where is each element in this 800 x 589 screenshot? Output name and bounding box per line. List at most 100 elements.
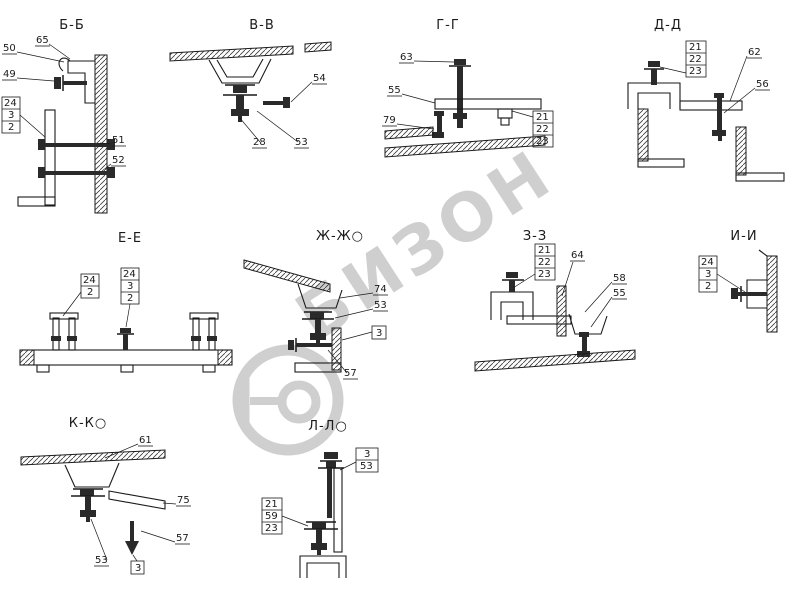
callout-64: 64 [561,250,585,297]
bolt-assembly [318,452,344,518]
drawing-zh-zh: Ж-Ж○ [243,229,388,380]
callout-62: 62 [729,47,762,102]
bolt-assembly [38,167,115,178]
section-title: К-К○ [69,416,108,431]
callout-53: 53 [334,300,388,319]
callout-55: 55 [387,85,436,104]
svg-text:23: 23 [536,136,549,147]
svg-text:22: 22 [689,54,702,65]
svg-text:24: 24 [83,275,96,286]
section-d-d: Д-Д [598,15,798,190]
section-title: В-В [249,18,275,33]
svg-text:59: 59 [265,511,278,522]
hatched-plate [94,54,108,214]
svg-text:21: 21 [689,42,702,53]
hatched-plate [243,259,331,293]
side-bolt [263,97,290,108]
bracket [64,462,120,488]
side-bolt [288,338,332,352]
section-e-e: Е-Е [15,228,240,388]
svg-text:3: 3 [364,449,370,460]
hatched-plate [384,126,546,158]
section-title: Б-Б [59,18,85,33]
bolt-assembly [54,75,87,91]
bolt-assembly [38,139,115,150]
svg-text:23: 23 [265,523,278,534]
callout-65: 65 [35,35,71,60]
drawing-d-d: Д-Д [627,18,785,182]
hatched-plate [20,449,166,466]
section-title: И-И [730,229,757,244]
callout-stack: 21 59 23 [261,497,309,535]
bolt-assembly [712,93,726,141]
bolt-assembly [502,272,524,292]
svg-text:50: 50 [3,43,16,54]
callout-55: 55 [590,288,627,328]
bracket [297,283,343,309]
callout-stack: 21 22 23 [511,110,554,148]
svg-text:2: 2 [705,281,711,292]
bracket [568,313,608,335]
callout-52: 52 [101,155,126,172]
callout-63: 63 [399,52,455,64]
section-title: З-З [523,229,547,244]
mount-strip [434,98,542,126]
callout-79: 79 [382,115,435,130]
svg-text:24: 24 [123,269,136,280]
bolt-assembly [731,286,767,302]
callout-53: 53 [256,110,309,149]
svg-text:53: 53 [360,461,373,472]
svg-text:55: 55 [613,288,626,299]
callout-3: 3 [130,554,145,575]
svg-text:55: 55 [388,85,401,96]
hatched-plate [758,249,778,333]
hatched-plate [474,349,636,372]
callout-stack: 24 2 [62,273,100,317]
svg-text:61: 61 [139,435,152,446]
bolt-assembly [117,328,134,350]
callout-stack: 3 53 [339,447,379,473]
svg-text:23: 23 [538,269,551,280]
saddle-bracket [299,555,347,578]
svg-text:52: 52 [112,155,125,166]
svg-text:3: 3 [8,110,14,121]
svg-text:2: 2 [127,293,133,304]
callout-stack: 24 3 2 [120,267,140,328]
section-k-k: К-К○ 61 [13,413,208,585]
callout-stack: 24 3 2 [698,255,746,293]
callout-58: 58 [584,273,627,313]
callout-49: 49 [2,69,55,82]
svg-text:3: 3 [705,269,711,280]
svg-text:28: 28 [253,137,266,148]
callout-57: 57 [140,530,190,545]
section-title: Е-Е [118,231,142,246]
section-v-v: В-В 54 [165,15,335,160]
drawing-l-l: Л-Л○ [261,419,379,578]
mount-bar [679,100,743,111]
svg-text:79: 79 [383,115,396,126]
svg-text:57: 57 [344,368,357,379]
callout-57: 57 [327,349,358,380]
section-i-i: И-И 24 3 2 [695,228,800,348]
section-title: Г-Г [436,18,460,33]
drawing-e-e: Е-Е [19,231,233,373]
hatched-plate [556,285,567,337]
callout-74: 74 [339,284,388,299]
svg-text:63: 63 [400,52,413,63]
svg-text:53: 53 [95,555,108,566]
svg-text:2: 2 [87,287,93,298]
section-title: Д-Д [654,18,682,33]
section-title: Л-Л○ [308,419,348,434]
top-bracket [58,57,95,104]
drawing-z-z: З-З [474,229,636,372]
svg-text:24: 24 [4,98,17,109]
svg-text:3: 3 [376,328,382,339]
callout-54: 54 [290,73,327,103]
svg-text:58: 58 [613,273,626,284]
bolt-assembly [304,521,338,555]
drawing-g-g: Г-Г 63 [382,18,554,158]
rail [19,349,233,373]
section-l-l: Л-Л○ [250,418,398,586]
svg-text:62: 62 [748,47,761,58]
